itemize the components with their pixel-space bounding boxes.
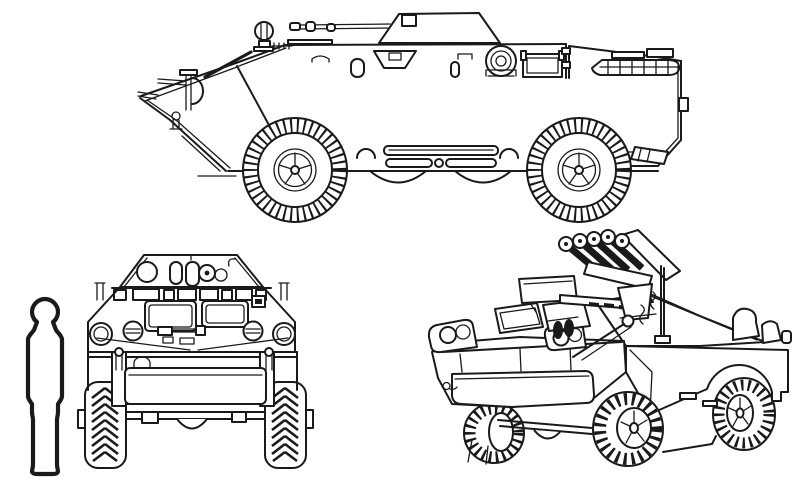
front-axle <box>125 403 265 430</box>
side-rails <box>356 145 519 168</box>
side-view-drawing <box>137 12 689 223</box>
front-view-right-wheel <box>264 381 314 469</box>
windshield-hatches <box>144 295 266 332</box>
machine-gun <box>289 21 391 32</box>
far-wheel-detail <box>467 439 489 465</box>
belly-wheel-arcs <box>369 170 512 184</box>
front-view-drawing <box>77 254 314 469</box>
air-intake-grille <box>591 48 680 76</box>
windshield-covers <box>494 299 591 339</box>
headlights <box>89 320 296 346</box>
underbody <box>497 419 717 453</box>
spotlight <box>203 21 293 79</box>
door-handle <box>311 55 330 63</box>
rear-side-slab <box>625 345 789 415</box>
perspective-view-drawing <box>427 229 792 467</box>
near-front-wheel <box>592 391 664 467</box>
front-wheel <box>242 117 348 223</box>
glacis-details <box>96 325 289 351</box>
engine-hatch <box>520 50 565 78</box>
far-headlight-pod <box>427 318 478 354</box>
rear-fin <box>678 97 689 112</box>
bow-headlight <box>137 69 204 111</box>
side-port <box>350 58 365 78</box>
human-silhouette-scale-figure <box>25 296 65 477</box>
front-view-turret <box>119 254 264 288</box>
rear-right-wheel <box>712 377 776 451</box>
air-cleaner <box>485 45 517 77</box>
periscope-band <box>111 287 272 301</box>
exhaust-muffler <box>626 146 669 165</box>
trim-vane-panel <box>124 367 267 405</box>
rear-wheel <box>526 117 632 223</box>
turret <box>378 12 501 44</box>
missile-launcher <box>558 229 681 361</box>
far-front-wheel <box>463 402 525 464</box>
